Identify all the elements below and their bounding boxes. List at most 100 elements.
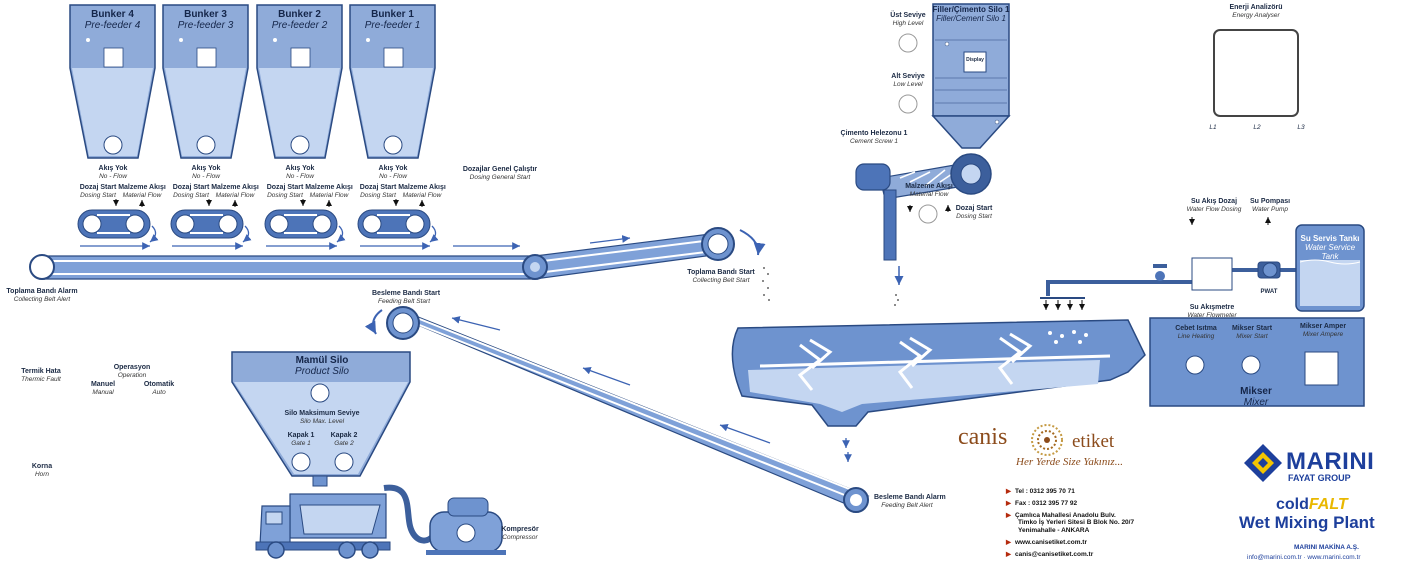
cement-screw bbox=[855, 153, 992, 306]
pwat-label: PWAT bbox=[1260, 289, 1278, 295]
canis-web-link[interactable]: ▶www.canisetiket.com.tr bbox=[1006, 539, 1088, 546]
energy-analyser-panel[interactable] bbox=[1213, 29, 1299, 117]
low-level-indicator[interactable] bbox=[898, 94, 918, 114]
canis-logo-icon bbox=[1031, 424, 1063, 456]
mixer bbox=[731, 319, 1146, 462]
product-name: Wet Mixing Plant bbox=[1239, 513, 1375, 532]
bunker-4-level-box[interactable] bbox=[103, 47, 124, 68]
canis-tel: ▶Tel : 0312 395 70 71 bbox=[1006, 488, 1075, 495]
bunker-4-drum-left bbox=[82, 214, 102, 234]
canis-email-link[interactable]: ▶canis@canisetiket.com.tr bbox=[1006, 551, 1094, 558]
phase-l3-label: L3 bbox=[1297, 124, 1305, 131]
canis-address-3: Yenimahalle - ANKARA bbox=[1018, 527, 1090, 534]
screw-material-indicator[interactable] bbox=[918, 204, 938, 224]
marini-web[interactable]: info@marini.com.tr · www.marini.com.tr bbox=[1247, 554, 1361, 561]
water-flowmeter-box[interactable] bbox=[1191, 257, 1233, 291]
phase-l2-label: L2 bbox=[1253, 124, 1261, 131]
canis-slogan: Her Yerde Size Yakınız... bbox=[1016, 456, 1123, 468]
bunker-1-flow-indicator[interactable] bbox=[383, 135, 403, 155]
marini-logo-icon bbox=[1244, 444, 1282, 482]
collecting-belt bbox=[29, 227, 770, 301]
bunker-3-level-box[interactable] bbox=[196, 47, 217, 68]
compressor-indicator[interactable] bbox=[456, 523, 476, 543]
bunker-1-level-box[interactable] bbox=[383, 47, 404, 68]
bunker-2 bbox=[256, 4, 343, 239]
high-level-indicator[interactable] bbox=[898, 33, 918, 53]
screw-motor bbox=[855, 163, 891, 191]
bunker-2-name: Bunker 2 bbox=[278, 9, 321, 20]
bunker-2-level-box[interactable] bbox=[290, 47, 311, 68]
line-heating-indicator[interactable] bbox=[1185, 355, 1205, 375]
water-pump bbox=[1257, 261, 1281, 279]
mixer-start-indicator[interactable] bbox=[1241, 355, 1261, 375]
canis-brand: canis bbox=[958, 424, 1008, 450]
marini-company: MARINI MAKİNA A.Ş. bbox=[1294, 544, 1359, 551]
gate-2-indicator[interactable] bbox=[334, 452, 354, 472]
compressor-pipe bbox=[383, 484, 439, 544]
canis-address-2: Timko İş Yerleri Sitesi B Blok No. 20/7 bbox=[1018, 519, 1135, 526]
bunker-1-name: Bunker 1 bbox=[371, 9, 414, 20]
bunker-2-title: Bunker 2 Pre-feeder 2 bbox=[257, 9, 342, 31]
phase-l1-label: L1 bbox=[1209, 124, 1217, 131]
product-silo bbox=[231, 351, 411, 487]
bunker-1 bbox=[349, 4, 436, 239]
filler-silo bbox=[898, 3, 1011, 149]
bunker-3-subtitle: Pre-feeder 3 bbox=[177, 20, 234, 31]
fayat-group: FAYAT GROUP bbox=[1288, 473, 1351, 483]
bunker-4-flow-indicator[interactable] bbox=[103, 135, 123, 155]
bunker-2-subtitle: Pre-feeder 2 bbox=[271, 20, 328, 31]
marini-brand: MARINI bbox=[1286, 448, 1375, 475]
bunker-4 bbox=[69, 4, 156, 239]
mixer-panel bbox=[1149, 317, 1365, 407]
bunker-4-subtitle: Pre-feeder 4 bbox=[84, 20, 141, 31]
feeding-belt bbox=[364, 306, 870, 513]
filler-display bbox=[963, 51, 987, 73]
bunker-1-subtitle: Pre-feeder 1 bbox=[364, 20, 421, 31]
bunker-1-title: Bunker 1 Pre-feeder 1 bbox=[350, 9, 435, 31]
bunker-arrows bbox=[113, 199, 425, 207]
collecting-tail-pulley bbox=[29, 254, 55, 280]
bunker-4-drum-right bbox=[125, 214, 145, 234]
canis-fax: ▶Fax : 0312 395 77 92 bbox=[1006, 500, 1078, 507]
gate-1-indicator[interactable] bbox=[291, 452, 311, 472]
silo-max-level-indicator[interactable] bbox=[310, 383, 330, 403]
compressor bbox=[426, 497, 506, 555]
mixer-ampere-display[interactable] bbox=[1304, 351, 1339, 386]
bunker-2-flow-indicator[interactable] bbox=[290, 135, 310, 155]
bunker-3-flow-indicator[interactable] bbox=[196, 135, 216, 155]
